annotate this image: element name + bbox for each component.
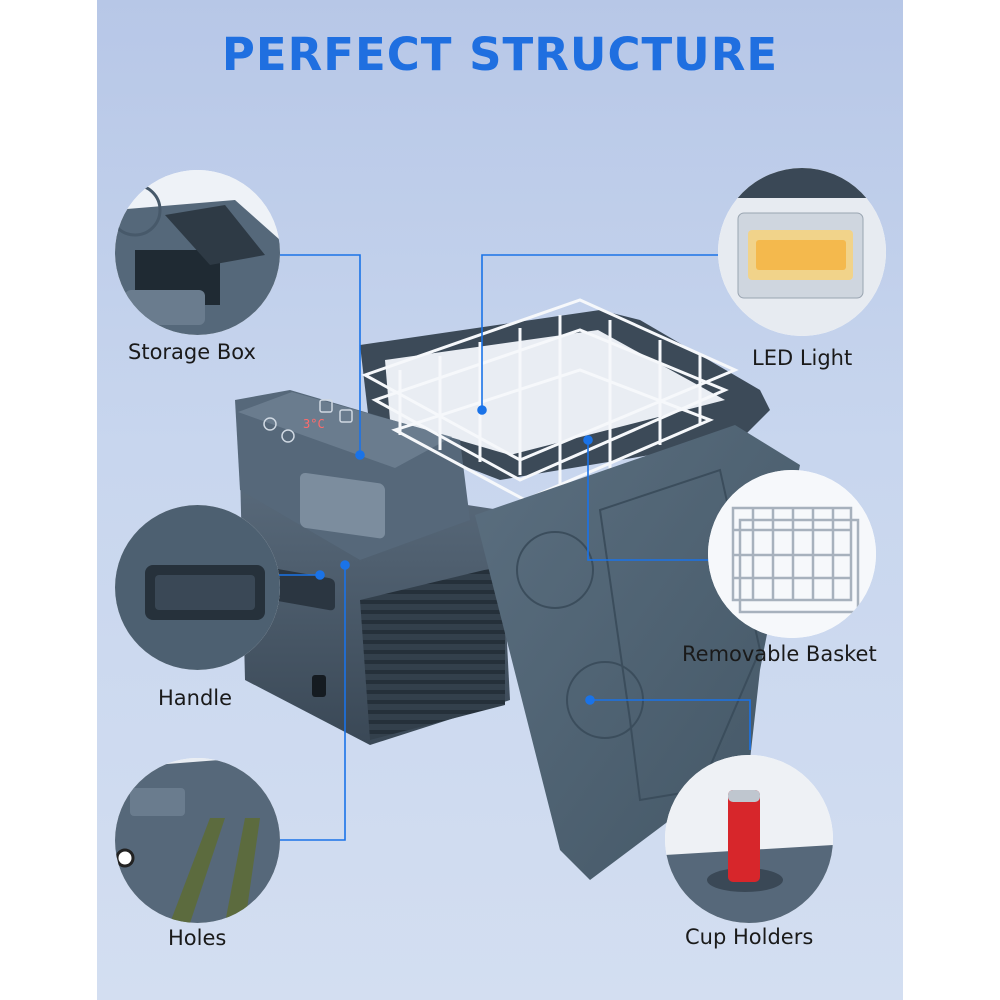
panel-button bbox=[339, 409, 353, 423]
connector-holes bbox=[278, 565, 346, 841]
label-led-light: LED Light bbox=[752, 346, 853, 370]
connector-storage-box bbox=[275, 254, 361, 455]
cooler-interior bbox=[385, 330, 725, 455]
callout-cup-holders bbox=[665, 755, 833, 923]
wire-basket bbox=[361, 298, 739, 502]
control-top bbox=[238, 392, 452, 468]
callout-holes bbox=[115, 758, 280, 923]
connector-led-light bbox=[481, 254, 722, 410]
label-holes: Holes bbox=[168, 926, 227, 950]
lid-cup-holder bbox=[516, 531, 594, 609]
storage-lid bbox=[300, 472, 385, 539]
callout-handle bbox=[115, 505, 280, 670]
label-storage-box: Storage Box bbox=[128, 340, 256, 364]
cooler-side-grill bbox=[360, 565, 505, 740]
connector-cup-holders bbox=[590, 699, 751, 750]
connector-basket bbox=[587, 440, 712, 561]
panel-button bbox=[319, 399, 333, 413]
callout-removable-basket bbox=[708, 470, 876, 638]
label-cup-holders: Cup Holders bbox=[685, 925, 814, 949]
panel-button bbox=[263, 417, 277, 431]
label-handle: Handle bbox=[158, 686, 233, 710]
panel-temp: 3°C bbox=[303, 417, 325, 431]
callout-storage-box bbox=[115, 170, 280, 335]
callout-led-light bbox=[718, 168, 886, 336]
page-title: PERFECT STRUCTURE bbox=[221, 28, 779, 81]
label-removable-basket: Removable Basket bbox=[682, 642, 877, 666]
connector-handle bbox=[277, 574, 320, 588]
power-switch bbox=[312, 675, 326, 697]
panel-button bbox=[281, 429, 295, 443]
